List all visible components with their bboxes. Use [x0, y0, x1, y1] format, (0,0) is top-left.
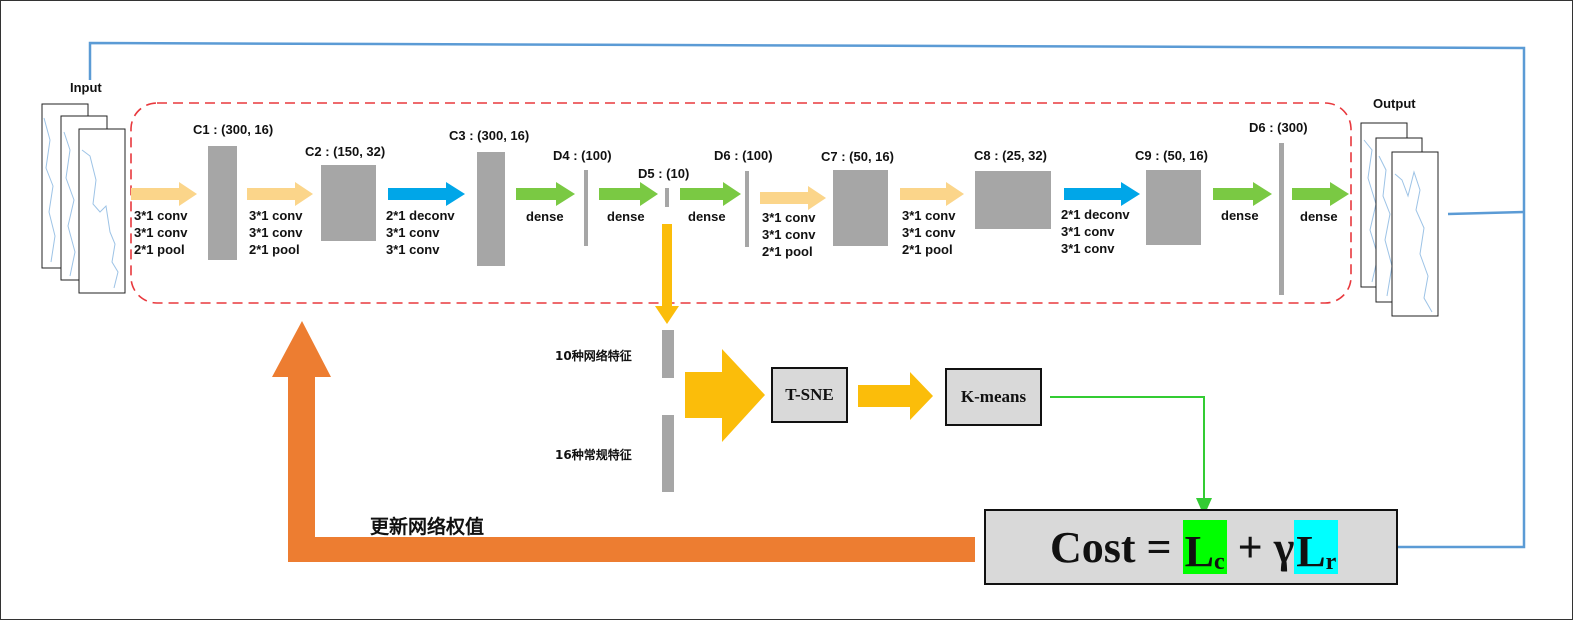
deconv-arrow-1 [388, 182, 465, 206]
op-line: 3*1 conv [386, 225, 440, 240]
op-line: 2*1 deconv [386, 208, 455, 223]
lr-sub: r [1325, 549, 1337, 575]
layer-block-d6a [745, 171, 749, 247]
layer-label-d6a: D6 : (100) [714, 148, 773, 163]
layer-block-c1 [208, 146, 237, 260]
op-line: 3*1 conv [134, 208, 188, 223]
op-line: 2*1 pool [902, 242, 953, 257]
layer-block-c3 [477, 152, 505, 266]
conv-arrow-2 [247, 182, 313, 206]
merge-arrow [685, 349, 765, 442]
dense-arrow-5 [1292, 182, 1349, 206]
kmeans-box: K-means [945, 368, 1042, 426]
op-label-11: dense [1300, 209, 1338, 224]
kmeans-to-cost-line [1050, 396, 1212, 516]
op-label-2: 3*1 conv 3*1 conv 2*1 pool [249, 207, 302, 258]
layer-block-d4 [584, 170, 588, 246]
dense-arrow-2 [599, 182, 658, 206]
lc-sub: c [1213, 549, 1225, 575]
op-line: 3*1 conv [249, 208, 303, 223]
op-line: 3*1 conv [762, 210, 816, 225]
cost-lhs: Cost = [1050, 522, 1183, 572]
cost-plus-gamma: + γ [1226, 522, 1295, 572]
op-label-6: dense [688, 209, 726, 224]
layer-label-d4: D4 : (100) [553, 148, 612, 163]
feedback-arrow [272, 321, 975, 562]
op-label-7: 3*1 conv 3*1 conv 2*1 pool [762, 209, 815, 260]
conv-arrow-4 [900, 182, 964, 206]
op-line: 3*1 conv [249, 225, 303, 240]
feature-down-arrow [655, 224, 679, 324]
op-line: 3*1 conv [386, 242, 440, 257]
network-feature-label: 10种网络特征 [555, 349, 632, 363]
op-line: 3*1 conv [762, 227, 816, 242]
op-line: 3*1 conv [134, 225, 188, 240]
layer-block-c9 [1146, 170, 1201, 245]
layer-label-c2: C2 : (150, 32) [305, 144, 386, 159]
input-signal-line [88, 41, 1526, 557]
lr-main: L [1296, 527, 1326, 576]
output-signal-stack [1360, 122, 1439, 317]
op-label-8: 3*1 conv 3*1 conv 2*1 pool [902, 207, 955, 258]
tsne-to-kmeans-arrow [858, 372, 933, 420]
dense-arrow-3 [680, 182, 741, 206]
deconv-arrow-2 [1064, 182, 1140, 206]
layer-label-c8: C8 : (25, 32) [974, 148, 1047, 163]
update-weights-label: 更新网络权值 [370, 516, 485, 538]
op-line: 3*1 conv [902, 208, 956, 223]
op-label-5: dense [607, 209, 645, 224]
output-signal-line [1447, 210, 1525, 216]
dense-arrow-4 [1213, 182, 1272, 206]
op-label-4: dense [526, 209, 564, 224]
op-line: 2*1 pool [134, 242, 185, 257]
op-label-9: 2*1 deconv 3*1 conv 3*1 conv [1061, 206, 1130, 257]
layer-label-c9: C9 : (50, 16) [1135, 148, 1208, 163]
tsne-box: T-SNE [771, 367, 848, 423]
layer-label-c3: C3 : (300, 16) [449, 128, 530, 143]
input-signal-stack [41, 103, 126, 294]
op-label-10: dense [1221, 208, 1259, 223]
layer-block-c8 [975, 171, 1051, 229]
layer-block-d6b [1279, 143, 1284, 295]
input-label: Input [70, 80, 102, 95]
op-line: 2*1 pool [762, 244, 813, 259]
conv-arrow-3 [760, 186, 826, 210]
layer-block-d5 [665, 188, 669, 207]
op-line: 3*1 conv [902, 225, 956, 240]
op-line: 3*1 conv [1061, 224, 1115, 239]
lc-main: L [1184, 527, 1214, 576]
layer-label-c1: C1 : (300, 16) [193, 122, 274, 137]
layer-label-d6b: D6 : (300) [1249, 120, 1308, 135]
layer-label-c7: C7 : (50, 16) [821, 149, 894, 164]
conventional-feature-block [662, 415, 674, 492]
op-line: 3*1 conv [1061, 241, 1115, 256]
network-feature-block [662, 330, 674, 378]
conv-arrow-1 [131, 182, 197, 206]
op-line: 2*1 deconv [1061, 207, 1130, 222]
op-label-1: 3*1 conv 3*1 conv 2*1 pool [134, 207, 187, 258]
conventional-feature-label: 16种常规特征 [555, 448, 632, 462]
layer-label-d5: D5 : (10) [638, 166, 690, 181]
op-label-3: 2*1 deconv 3*1 conv 3*1 conv [386, 207, 455, 258]
dense-arrow-1 [516, 182, 575, 206]
op-line: 2*1 pool [249, 242, 300, 257]
network-boundary [130, 102, 1352, 304]
layer-block-c7 [833, 170, 888, 246]
output-label: Output [1373, 96, 1416, 111]
layer-block-c2 [321, 165, 376, 241]
